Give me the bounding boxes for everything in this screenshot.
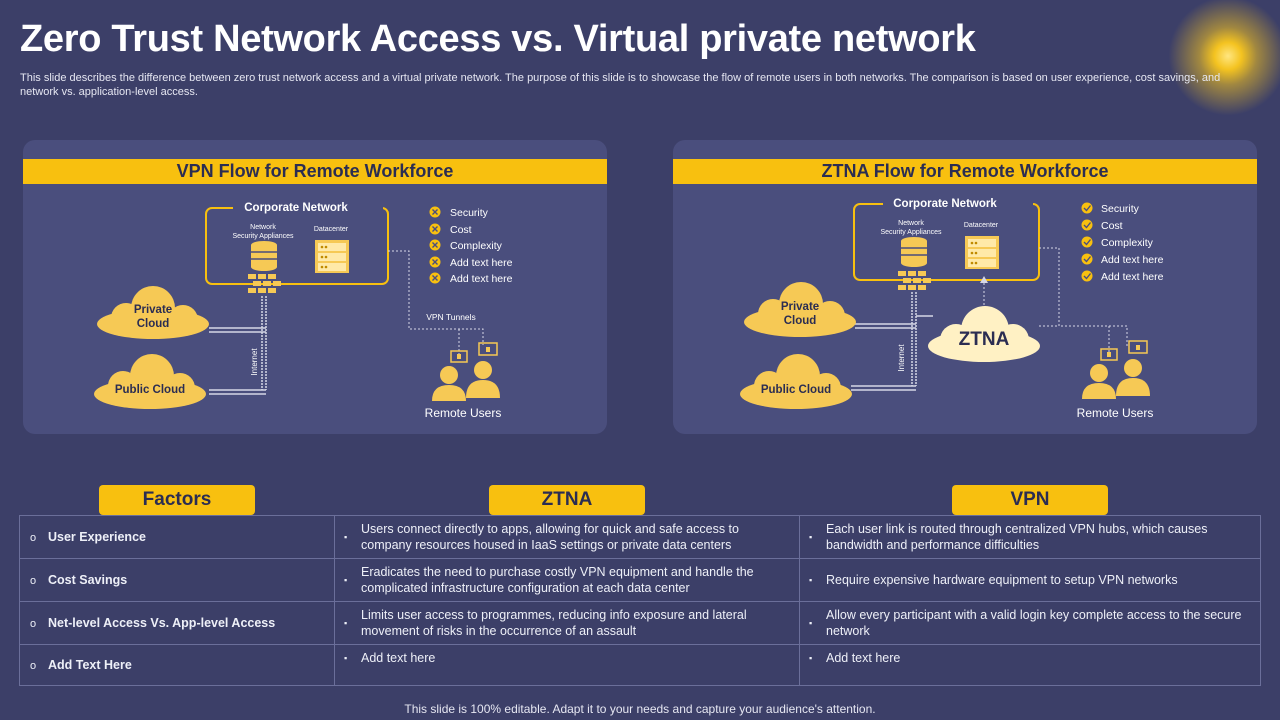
- x-circle-icon: [429, 223, 441, 235]
- vpn-flow-diagram: Corporate Network Network Security Appli…: [94, 200, 513, 420]
- legend-item: Add text here: [1101, 254, 1164, 266]
- vpn-tunnel-path: [388, 250, 484, 345]
- remote-users-label: Remote Users: [425, 406, 502, 420]
- corporate-network-label: Corporate Network: [893, 198, 997, 210]
- legend-item: Add text here: [1101, 271, 1164, 283]
- vpn-cell: ▪Require expensive hardware equipment to…: [799, 558, 1261, 602]
- check-circle-icon: [1081, 236, 1093, 248]
- internet-line: [209, 296, 267, 395]
- datacenter-label: Datacenter: [314, 226, 349, 233]
- vpn-legend: Security Cost Complexity Add text here A…: [429, 206, 513, 285]
- legend-item: Add text here: [450, 257, 513, 269]
- public-cloud-icon: [740, 354, 852, 409]
- check-circle-icon: [1081, 253, 1093, 265]
- private-cloud-icon: [744, 282, 856, 337]
- ztna-cloud-icon: [928, 306, 1040, 362]
- check-circle-icon: [1081, 219, 1093, 231]
- vpn-panel-header: VPN Flow for Remote Workforce: [23, 159, 607, 184]
- server-icon: [315, 240, 349, 273]
- remote-users-icon: [1082, 340, 1150, 399]
- check-circle-icon: [1081, 202, 1093, 214]
- legend-item: Cost: [450, 224, 472, 236]
- private-cloud-icon: [97, 286, 209, 339]
- network-security-label: Network: [250, 224, 276, 231]
- public-cloud-label: Public Cloud: [761, 384, 831, 396]
- public-cloud-label: Public Cloud: [115, 384, 185, 396]
- ztna-flow-panel: ZTNA Flow for Remote Workforce Corporate…: [673, 140, 1257, 434]
- x-circle-icon: [429, 239, 441, 251]
- legend-item: Complexity: [1101, 237, 1154, 249]
- corporate-network-box: [205, 207, 389, 285]
- vpn-column-header: VPN: [952, 485, 1108, 515]
- ztna-flow-diagram: Corporate Network Network Security Appli…: [740, 196, 1164, 420]
- datacenter-label: Datacenter: [964, 222, 999, 229]
- database-icon: [901, 237, 927, 267]
- corporate-network-box: [853, 203, 1040, 281]
- legend-item: Add text here: [450, 273, 513, 285]
- network-security-label-2: Security Appliances: [232, 233, 294, 240]
- legend-item: Security: [1101, 203, 1140, 215]
- x-circle-icon: [429, 206, 441, 218]
- x-circle-icon: [429, 256, 441, 268]
- internet-line: [851, 292, 933, 391]
- page-title: Zero Trust Network Access vs. Virtual pr…: [20, 18, 976, 60]
- legend-item: Security: [450, 207, 489, 219]
- private-cloud-label-2: Cloud: [784, 315, 817, 327]
- ztna-cell: ▪Eradicates the need to purchase costly …: [334, 558, 800, 602]
- private-cloud-label: Private: [134, 304, 172, 316]
- vpn-cell: ▪Each user link is routed through centra…: [799, 515, 1261, 559]
- ztna-panel-header: ZTNA Flow for Remote Workforce: [673, 159, 1257, 184]
- vpn-cell: ▪Allow every participant with a valid lo…: [799, 601, 1261, 645]
- internet-label: Internet: [250, 348, 259, 376]
- network-security-label-2: Security Appliances: [880, 229, 942, 236]
- network-security-label: Network: [898, 220, 924, 227]
- factors-header: Factors: [99, 485, 255, 515]
- vpn-flow-panel: VPN Flow for Remote Workforce Corporate …: [23, 140, 607, 434]
- server-icon: [965, 236, 999, 269]
- legend-item: Cost: [1101, 220, 1123, 232]
- database-icon: [251, 241, 277, 271]
- ztna-legend: Security Cost Complexity Add text here A…: [1081, 202, 1164, 283]
- remote-users-icon: [432, 342, 500, 401]
- private-cloud-label-2: Cloud: [137, 318, 170, 330]
- decorative-glow: [1168, 0, 1280, 116]
- vpn-tunnels-label: VPN Tunnels: [426, 312, 476, 322]
- internet-label: Internet: [897, 344, 906, 372]
- legend-item: Complexity: [450, 240, 503, 252]
- ztna-cloud-label: ZTNA: [959, 329, 1010, 350]
- footer-note: This slide is 100% editable. Adapt it to…: [404, 702, 876, 716]
- vpn-cell: ▪Add text here: [799, 644, 1261, 686]
- page-subtitle: This slide describes the difference betw…: [20, 72, 1221, 98]
- ztna-cell: ▪Limits user access to programmes, reduc…: [334, 601, 800, 645]
- remote-users-label: Remote Users: [1077, 406, 1154, 420]
- private-cloud-label: Private: [781, 301, 819, 313]
- x-circle-icon: [429, 272, 441, 284]
- firewall-icon: [248, 274, 281, 293]
- ztna-column-header: ZTNA: [489, 485, 645, 515]
- ztna-cell: ▪Users connect directly to apps, allowin…: [334, 515, 800, 559]
- public-cloud-icon: [94, 354, 206, 409]
- ztna-cell: ▪Add text here: [334, 644, 800, 686]
- check-circle-icon: [1081, 270, 1093, 282]
- corporate-network-label: Corporate Network: [244, 202, 348, 214]
- firewall-icon: [898, 271, 931, 290]
